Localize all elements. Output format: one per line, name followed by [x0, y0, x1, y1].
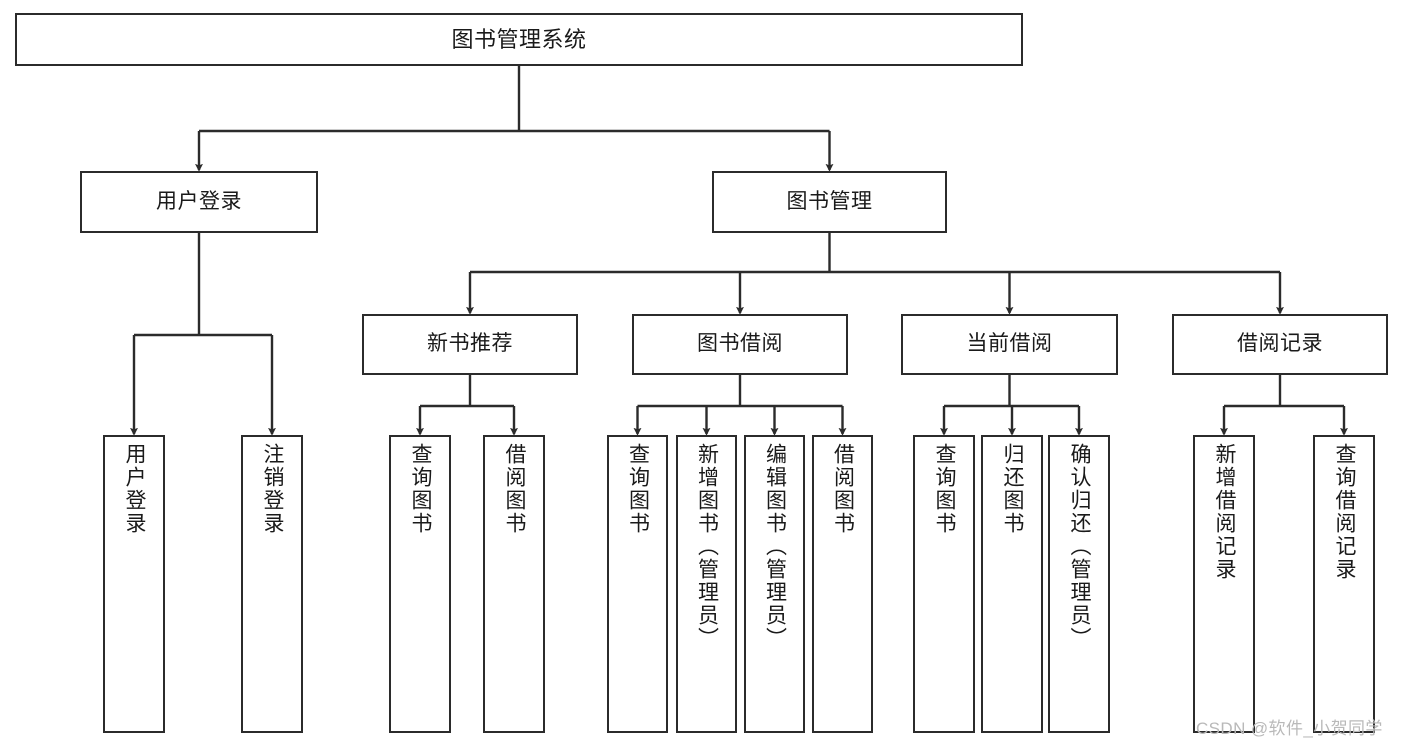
node-leaf-cur-return[interactable]: 归还图书 — [981, 435, 1043, 733]
node-label-book-borrow: 图书借阅 — [697, 332, 783, 356]
node-label-leaf-user-login: 用户登录 — [123, 443, 147, 535]
node-label-root: 图书管理系统 — [451, 26, 587, 52]
node-new-book-rec[interactable]: 新书推荐 — [362, 314, 578, 375]
node-label-leaf-rec-query: 查询图书 — [409, 443, 433, 535]
node-label-leaf-rec-borrow: 借阅图书 — [503, 443, 527, 535]
node-label-current-borrow: 当前借阅 — [966, 332, 1053, 356]
node-label-leaf-cur-return: 归还图书 — [1001, 443, 1025, 535]
node-leaf-borrow-add[interactable]: 新增图书（管理员） — [676, 435, 737, 733]
node-label-leaf-rec-search: 查询借阅记录 — [1333, 443, 1357, 581]
node-label-leaf-borrow-lend: 借阅图书 — [831, 443, 855, 535]
node-label-leaf-borrow-edit: 编辑图书（管理员） — [763, 443, 787, 650]
node-leaf-cur-confirm[interactable]: 确认归还（管理员） — [1048, 435, 1110, 733]
node-label-leaf-borrow-add: 新增图书（管理员） — [695, 443, 719, 650]
node-label-book-manage: 图书管理 — [786, 189, 873, 213]
node-user-login[interactable]: 用户登录 — [80, 171, 318, 233]
node-leaf-rec-add[interactable]: 新增借阅记录 — [1193, 435, 1255, 733]
node-leaf-borrow-query[interactable]: 查询图书 — [607, 435, 668, 733]
node-leaf-rec-borrow[interactable]: 借阅图书 — [483, 435, 545, 733]
node-label-leaf-rec-add: 新增借阅记录 — [1213, 443, 1237, 581]
node-leaf-rec-query[interactable]: 查询图书 — [389, 435, 451, 733]
node-label-user-login: 用户登录 — [156, 189, 242, 213]
node-book-borrow[interactable]: 图书借阅 — [632, 314, 848, 375]
node-leaf-borrow-edit[interactable]: 编辑图书（管理员） — [744, 435, 805, 733]
node-leaf-user-login[interactable]: 用户登录 — [103, 435, 165, 733]
node-label-leaf-cur-confirm: 确认归还（管理员） — [1068, 443, 1092, 650]
node-label-leaf-user-logout: 注销登录 — [261, 443, 285, 535]
node-borrow-record[interactable]: 借阅记录 — [1172, 314, 1388, 375]
node-label-borrow-record: 借阅记录 — [1237, 332, 1323, 356]
node-leaf-cur-query[interactable]: 查询图书 — [913, 435, 975, 733]
node-current-borrow[interactable]: 当前借阅 — [901, 314, 1118, 375]
node-book-manage[interactable]: 图书管理 — [712, 171, 947, 233]
node-leaf-rec-search[interactable]: 查询借阅记录 — [1313, 435, 1375, 733]
watermark: CSDN @软件_小贺同学 — [1196, 719, 1383, 738]
node-leaf-user-logout[interactable]: 注销登录 — [241, 435, 303, 733]
node-root[interactable]: 图书管理系统 — [15, 13, 1023, 66]
node-label-new-book-rec: 新书推荐 — [427, 332, 513, 356]
node-label-leaf-borrow-query: 查询图书 — [626, 443, 650, 535]
node-leaf-borrow-lend[interactable]: 借阅图书 — [812, 435, 873, 733]
node-label-leaf-cur-query: 查询图书 — [933, 443, 957, 535]
